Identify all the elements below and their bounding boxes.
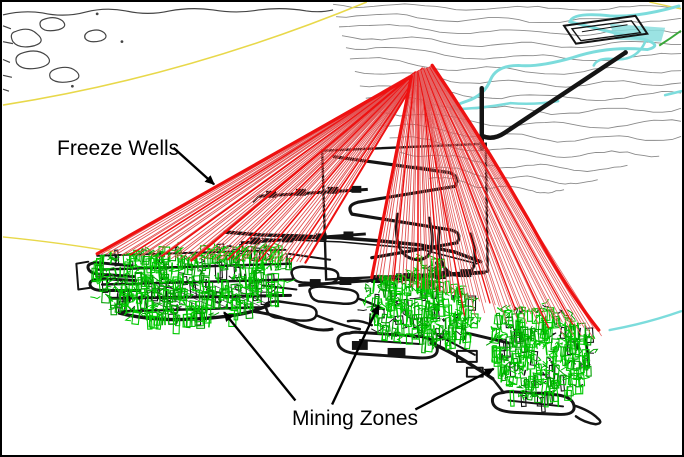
annotation-arrows (172, 146, 495, 411)
freeze-well-fan-west (95, 67, 424, 264)
surface-access-road (479, 50, 628, 151)
label-freeze-wells: Freeze Wells (57, 137, 180, 160)
freeze-well-fan-middle (370, 67, 461, 296)
label-mining-zones: Mining Zones (292, 407, 419, 430)
mining-zone-east (485, 299, 599, 413)
surface-pad-structure (562, 14, 650, 45)
freeze-well-fan-east (417, 63, 602, 340)
coastline-contours (2, 8, 334, 92)
vegetation-line-green (658, 29, 682, 47)
freeze-well-fans (95, 63, 602, 340)
